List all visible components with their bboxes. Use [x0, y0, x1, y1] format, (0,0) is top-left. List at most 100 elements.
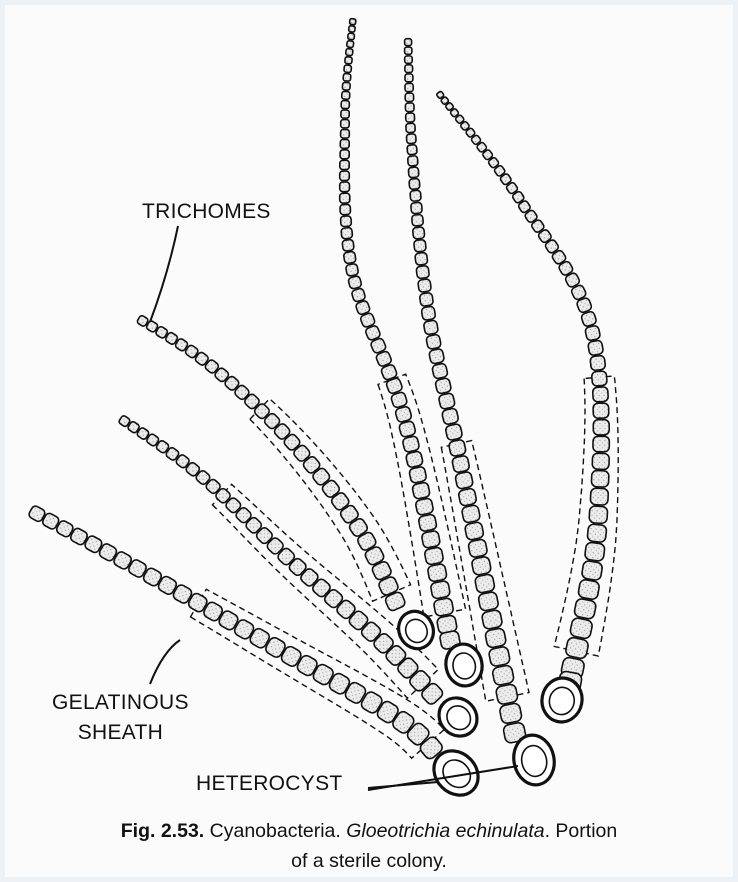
trichome-cell [424, 547, 444, 565]
trichome-cell [415, 252, 428, 265]
trichome-cell [340, 150, 349, 159]
trichome-cell [414, 239, 427, 252]
trichome-cell [398, 420, 416, 437]
trichome-cell [492, 665, 515, 686]
trichome-cell [448, 439, 466, 457]
trichome-cell [411, 202, 423, 214]
trichome-cell [499, 702, 523, 724]
trichome-cell [435, 377, 452, 394]
caption-line-2: of a sterile colony. [291, 850, 447, 872]
trichome-cell [432, 363, 449, 379]
trichome [28, 505, 487, 804]
trichome-cell [406, 113, 415, 122]
trichome-cell [591, 470, 609, 487]
trichome-cell [421, 530, 441, 548]
label-gelatinous-sheath: GELATINOUS SHEATH [52, 688, 189, 748]
trichome-cell [412, 227, 424, 239]
trichome-cell [481, 609, 503, 629]
label-gelatinous-line2: SHEATH [52, 718, 189, 748]
trichome-cell [441, 408, 459, 425]
trichome-cell [421, 306, 436, 321]
trichome-cell [591, 371, 607, 386]
trichome-cell [340, 171, 350, 180]
trichome-cell [405, 47, 412, 54]
trichome-cell [343, 73, 351, 81]
trichome-cell [418, 514, 437, 532]
trichome-cell [347, 41, 354, 48]
label-trichomes: TRICHOMES [142, 200, 271, 224]
trichome-cell [578, 579, 600, 600]
trichome-cell [593, 436, 609, 452]
trichome-cell [471, 556, 492, 576]
caption-text-2: . Portion [545, 820, 618, 842]
trichome-cell [344, 65, 352, 73]
trichome-cell [593, 420, 609, 435]
trichome-cell [412, 214, 424, 226]
trichome-cell [429, 348, 445, 364]
trichome-cell [585, 325, 601, 341]
trichome-cell [464, 521, 484, 540]
trichome-cell [485, 628, 507, 649]
trichome-cell [341, 129, 350, 138]
trichome-cell [410, 190, 421, 201]
trichome-cell [395, 406, 413, 423]
trichome-cell [342, 82, 350, 90]
trichome-cell [342, 239, 354, 251]
gelatinous-sheath-pointer [150, 640, 180, 684]
trichome-cell [340, 204, 351, 215]
trichome-cell [474, 574, 495, 594]
trichome-cell [587, 524, 607, 543]
trichome-cell [426, 334, 442, 350]
trichome-cell [415, 498, 434, 516]
trichome-cell [584, 542, 605, 562]
trichome-cell [495, 684, 518, 705]
trichome-cell [351, 288, 366, 303]
trichome-cell [430, 580, 451, 599]
trichome-cell [342, 91, 350, 99]
trichome-cell [418, 279, 432, 293]
trichome-cell [574, 598, 597, 620]
trichome-cell [343, 251, 356, 264]
trichome-cell [405, 103, 414, 112]
trichome-cell [488, 646, 510, 667]
trichome-cell [419, 292, 433, 306]
trichome-cell [340, 216, 351, 227]
trichome-cell [452, 455, 471, 473]
trichome-cell [405, 56, 413, 64]
trichome-cell [340, 139, 349, 148]
trichome-cell [348, 275, 362, 289]
trichome-cell [340, 193, 350, 203]
trichome-cell [423, 320, 438, 335]
caption-fig-number: Fig. 2.53. [121, 820, 204, 842]
label-heterocyst: HETEROCYST [196, 772, 343, 796]
trichome-cell [341, 110, 349, 118]
trichome-cell [569, 617, 593, 639]
trichome [436, 91, 609, 726]
trichome-cell [590, 355, 606, 370]
trichome-cell [445, 423, 463, 441]
trichome-cell [405, 83, 413, 91]
trichome-cell [409, 466, 427, 483]
trichomes-pointer [150, 226, 178, 322]
trichome-cell [593, 403, 609, 418]
trichome-cell [340, 182, 350, 192]
trichome-cell [346, 48, 353, 55]
trichome-cell [416, 265, 429, 278]
figure-caption: Fig. 2.53. Cyanobacteria. Gloeotrichia e… [12, 816, 726, 876]
trichome-cell [405, 74, 413, 82]
trichomes [28, 18, 610, 804]
trichome-cell [405, 65, 413, 73]
trichome-cell [589, 506, 608, 524]
trichome-cell [405, 93, 414, 102]
trichome-cell [345, 57, 353, 64]
trichome-cell [408, 156, 418, 166]
trichome-cell [348, 26, 355, 33]
label-gelatinous-line1: GELATINOUS [52, 688, 189, 718]
trichome-cell [458, 488, 477, 507]
trichome-cell [406, 134, 416, 144]
trichome-cell [478, 591, 499, 611]
trichome-cell [402, 436, 420, 453]
trichome-cell [590, 488, 608, 505]
trichome-cell [341, 100, 349, 108]
trichome-cell [433, 597, 454, 616]
